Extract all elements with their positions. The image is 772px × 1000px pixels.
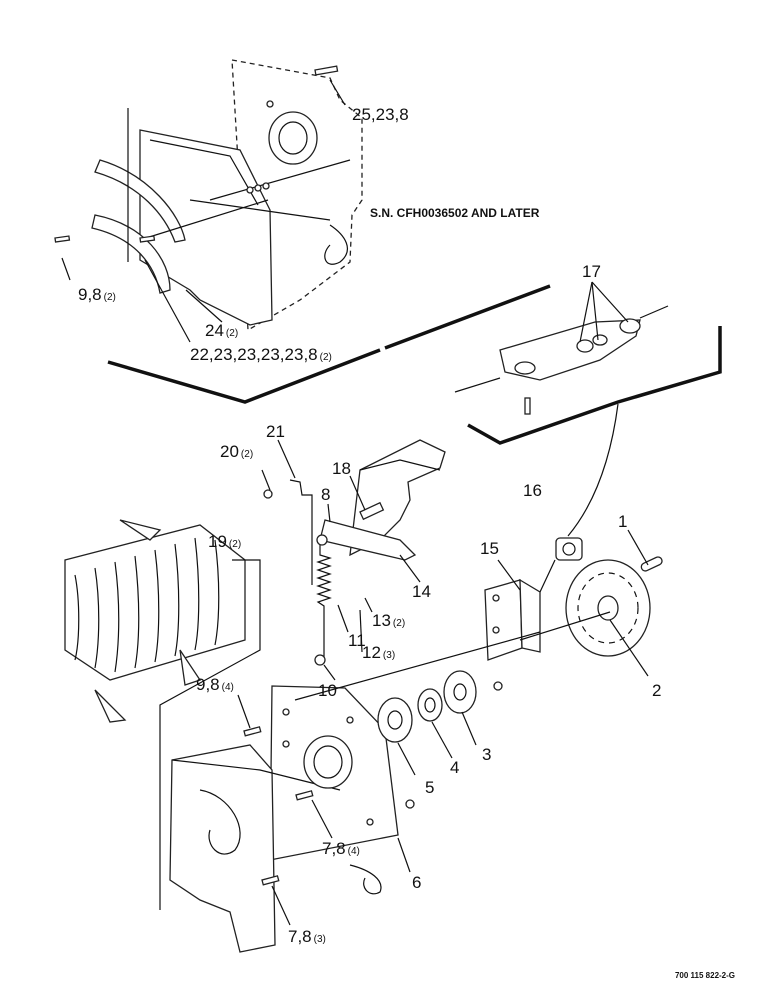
callout-10: 10 bbox=[318, 681, 337, 700]
callout-24: 24(2) bbox=[205, 321, 238, 340]
callout-5: 5 bbox=[425, 778, 434, 797]
axis-line bbox=[294, 631, 541, 701]
leader-19 bbox=[159, 559, 261, 910]
callout-2: 2 bbox=[652, 681, 661, 700]
drawing-code: 700 115 822-2-G bbox=[675, 971, 735, 980]
callout-11: 11 bbox=[348, 631, 366, 650]
leader-20 bbox=[261, 469, 271, 491]
inset-separator-right bbox=[384, 284, 551, 350]
inset-parts-17 bbox=[454, 281, 669, 415]
serial-number-note: S.N. CFH0036502 AND LATER bbox=[370, 206, 540, 220]
leader-7-8-4 bbox=[311, 799, 333, 839]
spring-11 bbox=[314, 534, 332, 666]
callout-9-8-2-top: 9,8(2) bbox=[78, 285, 116, 304]
inset-later-serial-assembly bbox=[54, 59, 363, 343]
bearing-4 bbox=[417, 688, 443, 722]
callout-25-23-8: 25,23,8 bbox=[352, 105, 409, 124]
callout-6: 6 bbox=[412, 873, 421, 892]
rotor-cylinder bbox=[64, 519, 246, 723]
bracket-15 bbox=[484, 578, 541, 661]
nut bbox=[405, 799, 415, 809]
inset-separator-bracket bbox=[467, 326, 722, 445]
leader-4 bbox=[431, 721, 453, 759]
upper-linkage bbox=[319, 439, 446, 561]
leader-18 bbox=[349, 475, 366, 511]
disc-2 bbox=[565, 559, 651, 677]
leader-5 bbox=[397, 742, 416, 776]
leader-7-8-3 bbox=[271, 885, 291, 926]
leader-14 bbox=[399, 554, 421, 583]
callout-13: 13(2) bbox=[372, 611, 405, 630]
axis-line bbox=[519, 611, 611, 641]
leader-10 bbox=[323, 664, 336, 681]
callout-9-8-4: 9,8(4) bbox=[196, 675, 234, 694]
leader-13 bbox=[364, 597, 373, 613]
callout-8: 8 bbox=[321, 485, 330, 504]
callout-17: 17 bbox=[582, 262, 601, 281]
nut bbox=[493, 681, 503, 691]
flange-3 bbox=[443, 670, 477, 714]
leader-12 bbox=[359, 609, 363, 653]
callout-22-23-8: 22,23,23,23,23,8(2) bbox=[190, 345, 332, 364]
callout-21: 21 bbox=[266, 422, 285, 441]
flange-5 bbox=[377, 697, 413, 743]
callout-7-8-3: 7,8(3) bbox=[288, 927, 326, 946]
pin-1 bbox=[640, 556, 663, 572]
bolt-9 bbox=[243, 726, 262, 737]
rod-21 bbox=[289, 479, 313, 585]
callout-20: 20(2) bbox=[220, 442, 253, 461]
callout-7-8-4: 7,8(4) bbox=[322, 839, 360, 858]
bolt-7 bbox=[295, 790, 314, 801]
callout-18: 18 bbox=[332, 459, 351, 478]
axis-line bbox=[539, 559, 556, 593]
leader-15 bbox=[497, 559, 521, 591]
washer-20 bbox=[263, 489, 273, 499]
leader-3 bbox=[461, 711, 477, 746]
callout-1: 1 bbox=[618, 512, 627, 531]
callout-14: 14 bbox=[412, 582, 431, 601]
callout-16: 16 bbox=[523, 481, 542, 500]
callout-15: 15 bbox=[480, 539, 499, 558]
leader-8 bbox=[327, 503, 331, 523]
inset-leader-to-16 bbox=[567, 403, 619, 537]
callout-19: 19(2) bbox=[208, 532, 241, 551]
callout-4: 4 bbox=[450, 758, 459, 777]
inset-separator-left bbox=[107, 348, 381, 404]
leader-11 bbox=[337, 604, 349, 633]
leader-9-8-4 bbox=[237, 694, 251, 729]
callout-12: 12(3) bbox=[362, 643, 395, 662]
leader-6 bbox=[397, 837, 411, 873]
leader-1 bbox=[627, 529, 649, 566]
leader-21 bbox=[277, 439, 296, 479]
callout-3: 3 bbox=[482, 745, 491, 764]
lower-frame bbox=[169, 735, 382, 953]
bolt-7 bbox=[261, 875, 280, 886]
bearing-16 bbox=[555, 537, 583, 561]
